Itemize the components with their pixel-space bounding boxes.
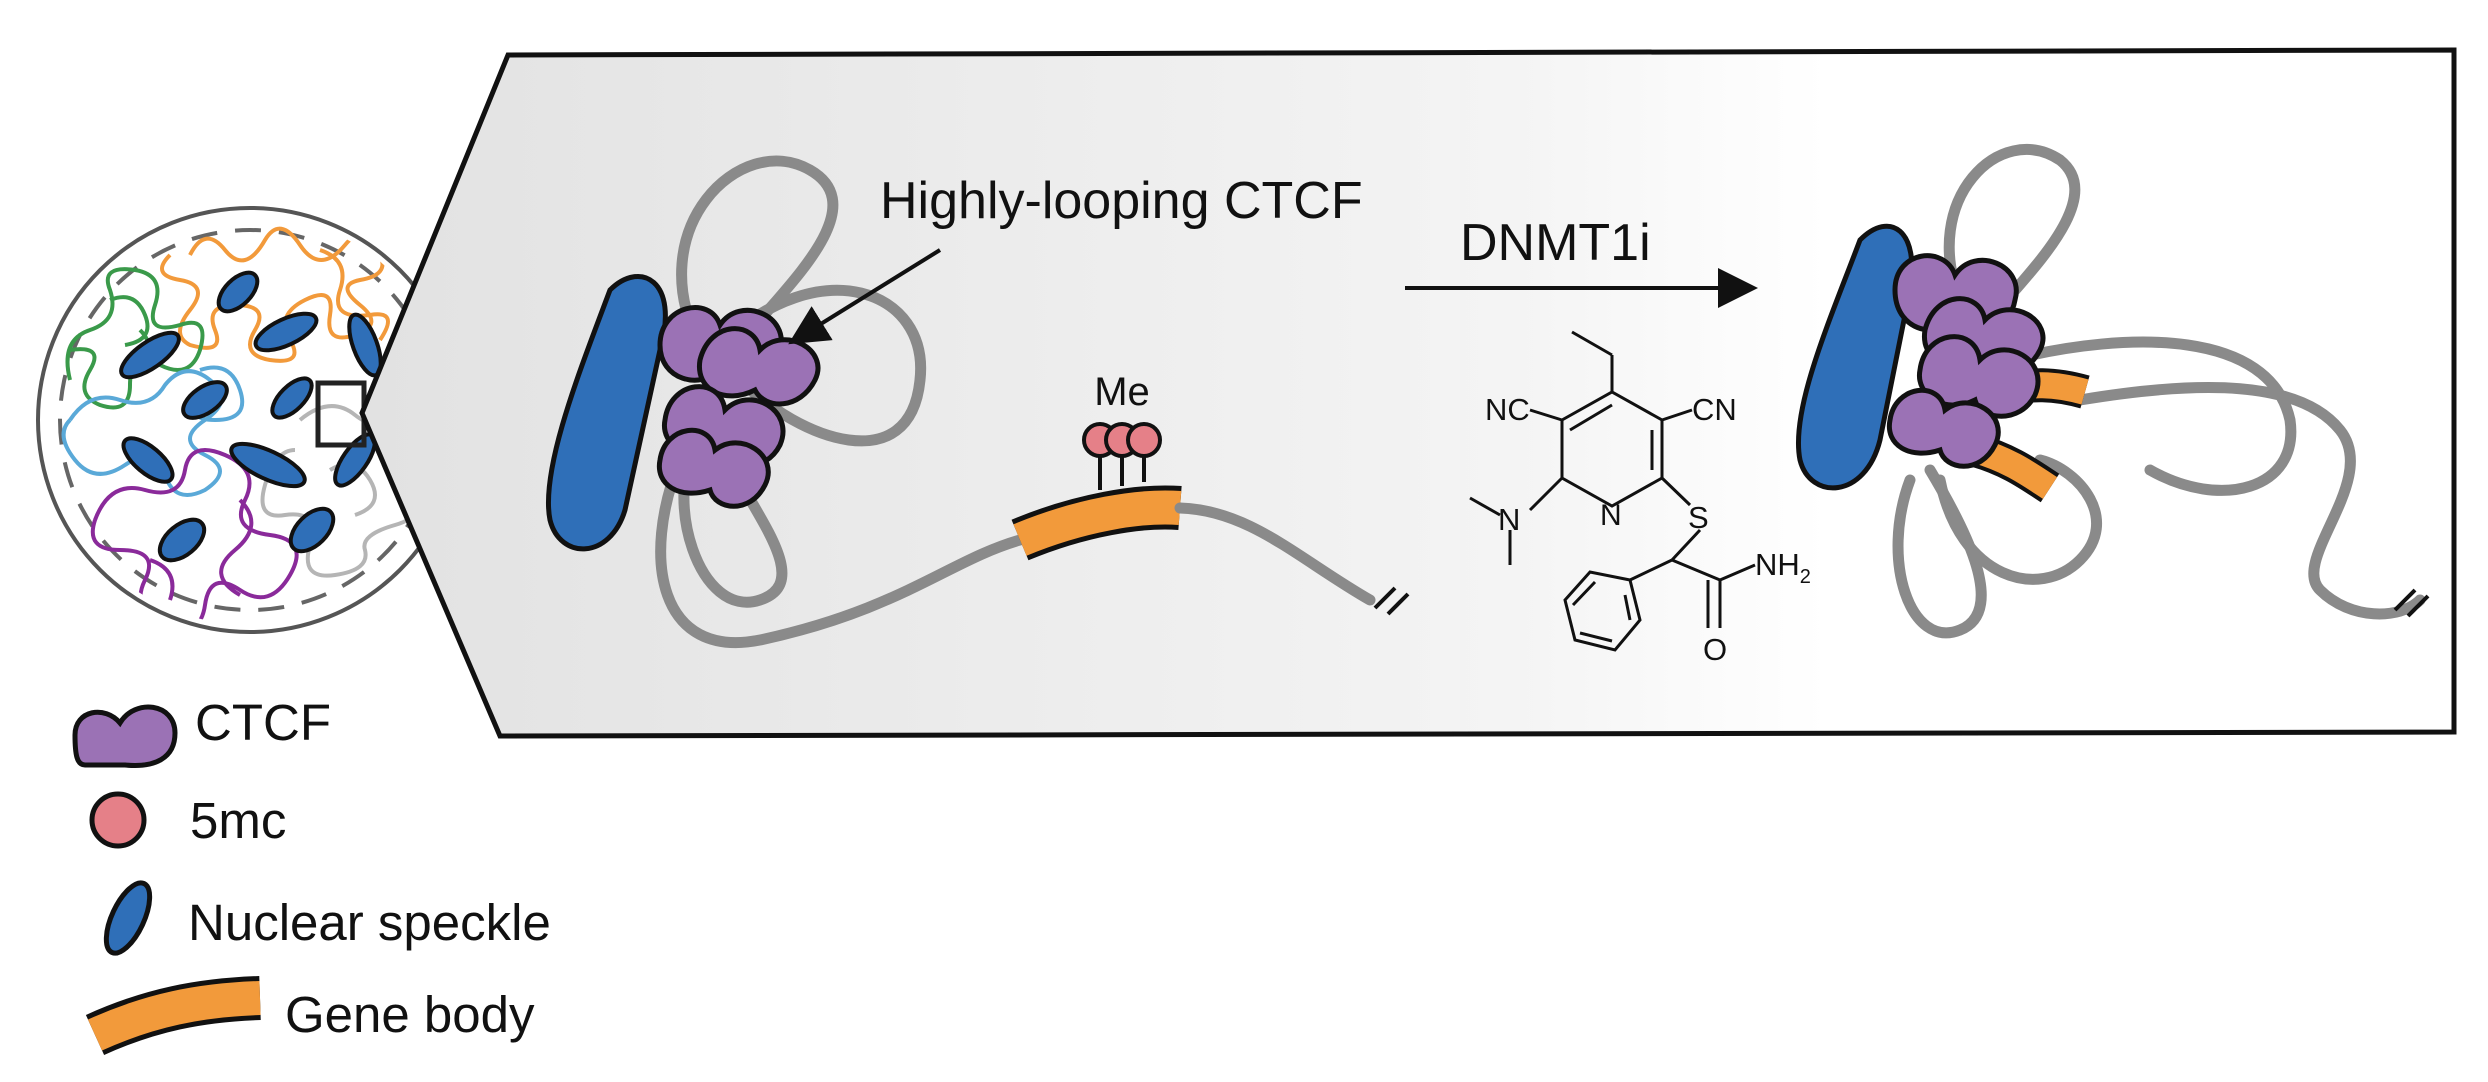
chromosome-orange xyxy=(160,226,390,363)
speckle-shape-left xyxy=(545,274,668,552)
legend-item-nuclear-speckle: Nuclear speckle xyxy=(103,880,551,956)
ring-n-label: N xyxy=(1600,499,1622,532)
break-mark-right xyxy=(2393,588,2430,618)
legend-label-gene-body: Gene body xyxy=(285,986,535,1043)
speckle-10 xyxy=(157,517,207,563)
speckle-11 xyxy=(288,506,336,554)
nh2-label: NH2 xyxy=(1755,547,1811,588)
legend-label-ctcf: CTCF xyxy=(195,694,331,751)
speckle-7 xyxy=(229,441,307,489)
dimethyl-n-label: N xyxy=(1498,502,1520,537)
5mc-icon xyxy=(89,791,147,849)
legend-label-nuclear-speckle: Nuclear speckle xyxy=(188,894,551,951)
looping-arrow xyxy=(788,248,942,345)
legend-label-5mc: 5mc xyxy=(190,792,286,849)
chromosome-purple xyxy=(90,448,299,625)
sulfur-label: S xyxy=(1688,500,1709,535)
nc-label: NC xyxy=(1485,392,1530,427)
legend-item-ctcf: CTCF xyxy=(72,694,331,769)
speckle-6 xyxy=(121,436,175,484)
treatment-label: DNMT1i xyxy=(1460,214,1651,272)
methyl-label: Me xyxy=(1094,370,1150,414)
legend: CTCF 5mc Nuclear speckle Gene body xyxy=(72,694,551,1056)
methyl-dot-3 xyxy=(1126,422,1162,458)
nucleus xyxy=(36,206,464,634)
dnmt1i-molecule xyxy=(1469,330,1756,652)
right-loop-structure xyxy=(1795,144,2426,639)
speckle-2 xyxy=(253,311,319,353)
speckle-4 xyxy=(181,380,229,420)
methylated-gene-body: Me xyxy=(1011,370,1376,606)
oxygen-label: O xyxy=(1703,632,1727,667)
nuclear-speckle-icon xyxy=(103,880,153,956)
left-loop-structure xyxy=(545,155,1026,648)
highly-looping-label: Highly-looping CTCF xyxy=(880,172,1363,230)
speckle-1 xyxy=(216,270,260,314)
speckle-3 xyxy=(119,330,181,380)
legend-item-5mc: 5mc xyxy=(89,791,286,849)
break-mark-left xyxy=(1373,586,1410,616)
cn-label: CN xyxy=(1692,392,1737,427)
ctcf-icon xyxy=(72,704,178,769)
zoom-panel xyxy=(359,47,2457,739)
gene-body-icon-fill xyxy=(87,981,261,1051)
molecule-labels: NC CN N N S NH2 O xyxy=(1485,392,1811,667)
legend-item-gene-body: Gene body xyxy=(85,976,535,1056)
speckle-shape-right xyxy=(1795,223,1915,491)
speckle-5 xyxy=(270,376,314,420)
